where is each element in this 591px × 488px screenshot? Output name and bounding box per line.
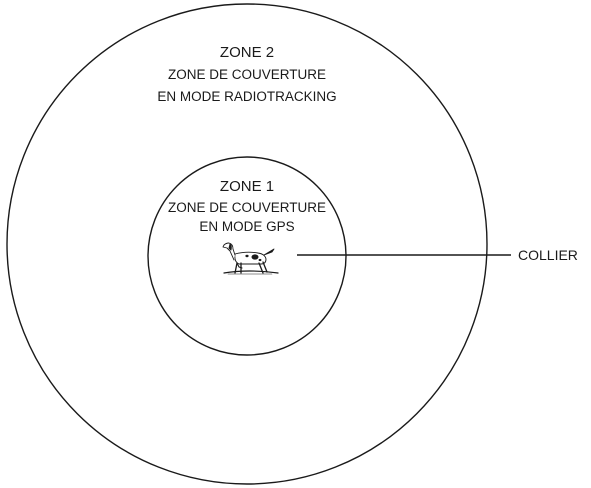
zone-2-description-line-2: EN MODE RADIOTRACKING xyxy=(157,89,336,104)
collier-label: COLLIER xyxy=(518,247,578,263)
zone-1-title: ZONE 1 xyxy=(220,178,274,195)
pointer-dog-icon xyxy=(222,242,279,275)
zone-2-description-line-1: ZONE DE COUVERTURE xyxy=(168,67,326,82)
zone-1-circle xyxy=(147,156,347,356)
zone-1-description-line-1: ZONE DE COUVERTURE xyxy=(168,200,326,215)
zone-1-description-line-2: EN MODE GPS xyxy=(199,219,294,234)
zone-2-circle xyxy=(6,3,488,485)
zone-2-title: ZONE 2 xyxy=(220,44,274,61)
